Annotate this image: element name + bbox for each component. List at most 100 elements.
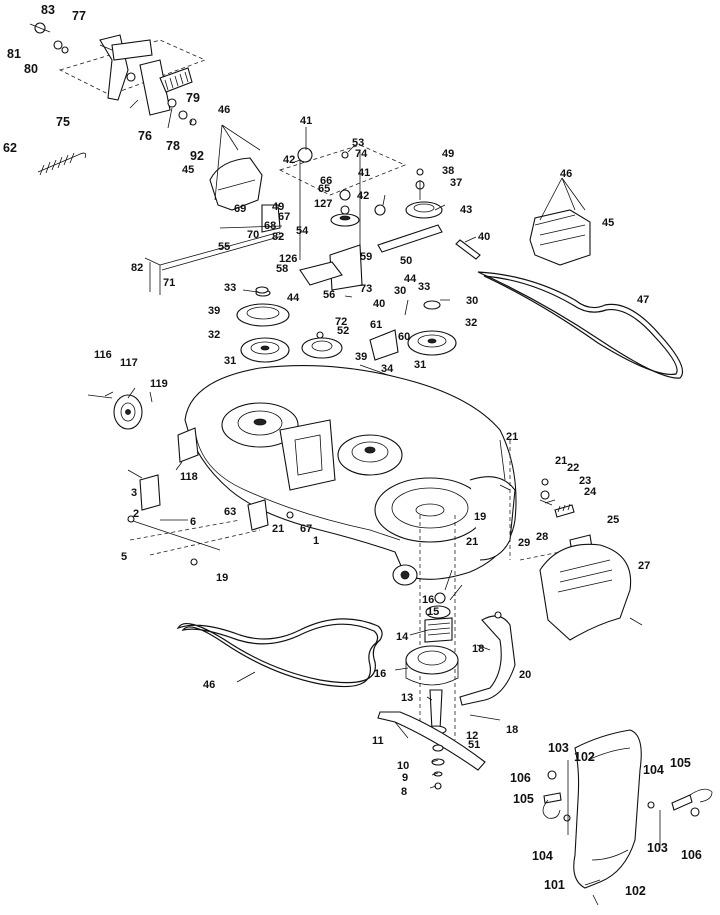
callout-127: 127 xyxy=(314,198,332,210)
belt-47 xyxy=(477,271,684,379)
callout-12: 12 xyxy=(466,730,478,742)
callout-42-left: 42 xyxy=(283,154,295,166)
pulley-33-right xyxy=(255,286,441,310)
callout-50: 50 xyxy=(400,255,412,267)
callout-5: 5 xyxy=(121,551,127,563)
callout-27: 27 xyxy=(638,560,650,572)
discharge-chute-27 xyxy=(539,543,643,641)
callout-20: 20 xyxy=(519,669,531,681)
hinge-left xyxy=(542,760,571,835)
blade-11 xyxy=(377,711,486,790)
callout-38: 38 xyxy=(442,165,454,177)
callout-72: 72 xyxy=(335,316,347,328)
callout-3: 3 xyxy=(131,487,137,499)
callout-44-right: 44 xyxy=(404,273,417,285)
callout-21-mid: 21 xyxy=(272,523,284,535)
callout-41-top: 41 xyxy=(300,115,312,127)
pulley-32-left xyxy=(240,337,290,363)
callout-75: 75 xyxy=(56,115,70,129)
callout-43: 43 xyxy=(460,204,472,216)
lift-bracket-assembly xyxy=(29,22,207,126)
spring-79 xyxy=(159,67,193,93)
callout-80: 80 xyxy=(24,62,38,76)
callout-32-left: 32 xyxy=(208,329,220,341)
callout-40-mid: 40 xyxy=(373,298,385,310)
callout-103-bottom: 103 xyxy=(647,841,668,855)
callout-53: 53 xyxy=(352,137,364,149)
callout-103-top: 103 xyxy=(548,741,569,755)
callout-45-right: 45 xyxy=(602,217,614,229)
rod-55 xyxy=(144,231,283,295)
callout-82-top: 82 xyxy=(272,231,284,243)
callout-2: 2 xyxy=(133,508,139,520)
callout-30-right: 30 xyxy=(466,295,478,307)
deck-housing xyxy=(184,365,517,586)
callout-101: 101 xyxy=(544,878,565,892)
callout-56: 56 xyxy=(323,289,335,301)
callout-39-mid: 39 xyxy=(355,351,367,363)
callout-83: 83 xyxy=(41,3,55,17)
callout-28: 28 xyxy=(536,531,548,543)
callout-81: 81 xyxy=(7,47,21,61)
callout-18-bottom: 18 xyxy=(506,724,518,736)
callout-9: 9 xyxy=(402,772,408,784)
callout-70: 70 xyxy=(247,229,259,241)
callout-13: 13 xyxy=(401,692,413,704)
callout-62: 62 xyxy=(3,141,17,155)
callout-116: 116 xyxy=(94,349,112,361)
callout-105-right: 105 xyxy=(670,756,691,770)
callout-79: 79 xyxy=(186,91,200,105)
callout-40-right: 40 xyxy=(478,231,490,243)
callout-51: 51 xyxy=(468,739,480,751)
callout-42-mid: 42 xyxy=(357,190,369,202)
callout-15: 15 xyxy=(427,606,439,618)
callout-6: 6 xyxy=(190,516,196,528)
pulley-39 xyxy=(236,289,290,327)
callout-22: 22 xyxy=(567,462,579,474)
chute-deflector-101 xyxy=(542,729,713,889)
callout-49-mid: 49 xyxy=(272,201,284,213)
belt-cover-right xyxy=(529,177,591,266)
callout-16-mid: 16 xyxy=(374,668,386,680)
callout-46-bottom: 46 xyxy=(203,679,215,691)
callout-31-left: 31 xyxy=(224,355,236,367)
callout-119: 119 xyxy=(150,378,168,390)
belt-46 xyxy=(176,618,383,688)
callout-47: 47 xyxy=(637,294,649,306)
callout-78: 78 xyxy=(166,139,180,153)
callout-49-top: 49 xyxy=(442,148,454,160)
callout-63: 63 xyxy=(224,506,236,518)
callout-105-left: 105 xyxy=(513,792,534,806)
callout-106-right: 106 xyxy=(681,848,702,862)
callout-31-right: 31 xyxy=(414,359,426,371)
callout-92: 92 xyxy=(190,149,204,163)
callout-30-mid: 30 xyxy=(394,285,406,297)
callout-74: 74 xyxy=(355,148,368,160)
pulley-32-right xyxy=(407,330,457,356)
callout-21-deck: 21 xyxy=(466,536,478,548)
callout-106-left: 106 xyxy=(510,771,531,785)
callout-21-right: 21 xyxy=(555,455,567,467)
callout-67-bottom: 67 xyxy=(300,523,312,535)
callout-8: 8 xyxy=(401,786,407,798)
callout-41-mid: 41 xyxy=(358,167,370,179)
callout-11: 11 xyxy=(372,735,384,747)
callout-77: 77 xyxy=(72,9,86,23)
callout-21-top: 21 xyxy=(506,431,518,443)
callout-58: 58 xyxy=(276,263,288,275)
callout-10: 10 xyxy=(397,760,409,772)
callout-46-top: 46 xyxy=(218,104,230,116)
callout-29: 29 xyxy=(518,537,530,549)
baffle-20 xyxy=(459,611,516,706)
callout-60: 60 xyxy=(398,331,410,343)
callout-59: 59 xyxy=(360,251,372,263)
callout-126: 126 xyxy=(279,253,297,265)
callout-76: 76 xyxy=(138,129,152,143)
callout-44-left: 44 xyxy=(287,292,300,304)
callout-82-left: 82 xyxy=(131,262,143,274)
callout-45-left: 45 xyxy=(182,164,194,176)
callout-73: 73 xyxy=(360,283,372,295)
callout-55: 55 xyxy=(218,241,230,253)
callout-33-left: 33 xyxy=(224,282,236,294)
callout-24: 24 xyxy=(584,486,597,498)
